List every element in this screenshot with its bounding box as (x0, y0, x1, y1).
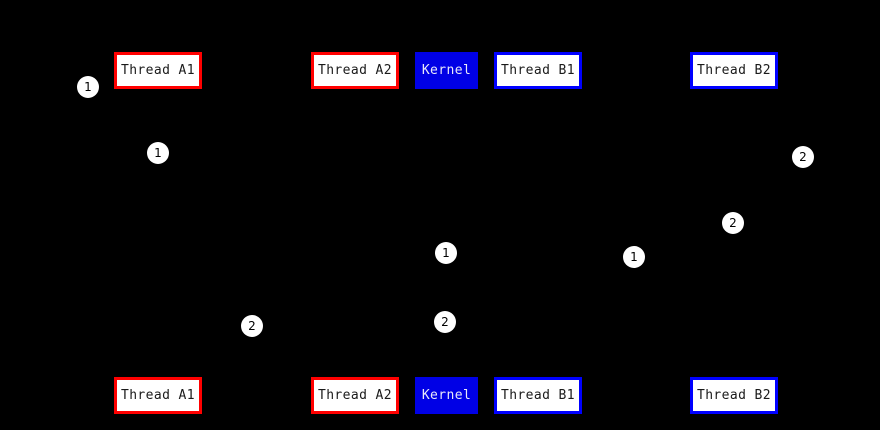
message-arrow-4 (446, 322, 538, 323)
message-arrow-1 (158, 153, 355, 154)
step-badge-label: 1 (442, 246, 450, 260)
step-badge-label: 2 (799, 150, 807, 164)
participant-label: Thread B1 (500, 63, 576, 78)
lifeline-thread-a2 (355, 89, 356, 377)
message-arrowhead-1 (347, 149, 355, 157)
step-badge-label: 1 (630, 250, 638, 264)
participant-label: Thread B2 (696, 63, 772, 78)
participant-label: Thread A1 (120, 388, 196, 403)
step-badge-label: 2 (441, 315, 449, 329)
participant-kernel-bottom[interactable]: Kernel (415, 377, 478, 414)
step-badge-1-a[interactable]: 1 (77, 76, 99, 98)
participant-thread-a1-top[interactable]: Thread A1 (114, 52, 202, 89)
participant-label: Thread A1 (120, 63, 196, 78)
lifeline-kernel (446, 89, 447, 377)
step-badge-label: 2 (248, 319, 256, 333)
step-badge-label: 1 (154, 146, 162, 160)
step-badge-1-b[interactable]: 1 (147, 142, 169, 164)
step-badge-2-a[interactable]: 2 (792, 146, 814, 168)
participant-thread-b1-top[interactable]: Thread B1 (494, 52, 582, 89)
participant-label: Thread A2 (317, 63, 393, 78)
message-arrowhead-3 (726, 253, 734, 261)
participant-label: Thread B2 (696, 388, 772, 403)
participant-thread-a2-top[interactable]: Thread A2 (311, 52, 399, 89)
participant-label: Kernel (421, 388, 472, 403)
step-badge-2-d[interactable]: 2 (241, 315, 263, 337)
step-badge-2-b[interactable]: 2 (722, 212, 744, 234)
lifeline-thread-b1 (538, 89, 539, 377)
participant-kernel-top[interactable]: Kernel (415, 52, 478, 89)
participant-thread-b1-bottom[interactable]: Thread B1 (494, 377, 582, 414)
step-badge-label: 1 (84, 80, 92, 94)
participant-thread-a2-bottom[interactable]: Thread A2 (311, 377, 399, 414)
participant-label: Thread A2 (317, 388, 393, 403)
participant-label: Thread B1 (500, 388, 576, 403)
message-arrowhead-2 (530, 249, 538, 257)
step-badge-label: 2 (729, 216, 737, 230)
message-arrow-2 (446, 253, 538, 254)
participant-thread-b2-top[interactable]: Thread B2 (690, 52, 778, 89)
participant-thread-a1-bottom[interactable]: Thread A1 (114, 377, 202, 414)
step-badge-1-d[interactable]: 1 (623, 246, 645, 268)
participant-thread-b2-bottom[interactable]: Thread B2 (690, 377, 778, 414)
participant-label: Kernel (421, 63, 472, 78)
step-badge-1-c[interactable]: 1 (435, 242, 457, 264)
step-badge-2-c[interactable]: 2 (434, 311, 456, 333)
message-arrowhead-5 (158, 322, 166, 330)
lifeline-thread-a1 (158, 89, 159, 377)
